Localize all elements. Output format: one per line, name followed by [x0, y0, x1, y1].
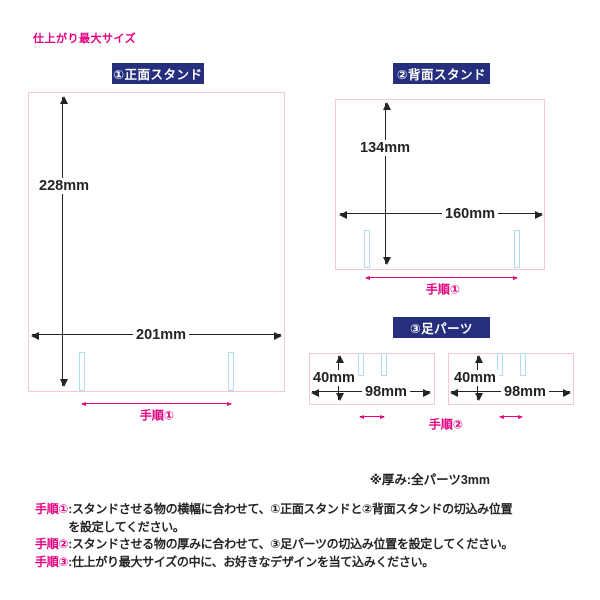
instruction-step-3-text: :仕上がり最大サイズの中に、お好きなデザインを当て込みください。: [68, 554, 434, 569]
page-title: 仕上がり最大サイズ: [33, 33, 137, 45]
instruction-step-1: 手順① :スタンドさせる物の横幅に合わせて、①正面スタンドと②背面スタンドの切込…: [35, 501, 580, 536]
front-step-label: 手順①: [139, 408, 175, 423]
front-slot-left: [79, 352, 85, 391]
front-stand-badge: ①正面スタンド: [112, 63, 204, 84]
front-stand-outline: [28, 92, 285, 392]
instruction-step-2-text: :スタンドさせる物の厚みに合わせて、③足パーツの切込み位置を設定してください。: [68, 537, 514, 551]
instruction-step-1-line-2: を設定してください。: [68, 519, 185, 534]
front-width-label: 201mm: [133, 327, 189, 343]
back-step-arrow: [365, 275, 518, 280]
back-step-label: 手順①: [425, 282, 461, 297]
foot-step-label: 手順②: [428, 417, 464, 432]
front-slot-right: [228, 352, 234, 391]
instruction-step-1-text: :スタンドさせる物の横幅に合わせて、①正面スタンドと②背面スタンドの切込み位置 …: [68, 501, 512, 536]
foot-left-step-arrow: [359, 414, 385, 419]
instruction-step-3-label: 手順③: [35, 554, 69, 569]
front-step-arrow: [81, 401, 232, 406]
back-height-arrow: [382, 102, 391, 265]
foot-right-step-arrow: [499, 414, 523, 419]
front-height-arrow: [59, 96, 68, 387]
back-width-label: 160mm: [442, 206, 498, 222]
instruction-step-1-label: 手順①: [35, 502, 69, 516]
back-stand-badge: ②背面スタンド: [393, 63, 490, 84]
thickness-note: ※厚み:全パーツ3mm: [369, 473, 490, 487]
instruction-step-2-label: 手順②: [35, 537, 69, 551]
foot-parts-badge: ③足パーツ: [393, 317, 490, 338]
back-slot-left: [364, 230, 370, 268]
foot-left-slot-1: [358, 353, 364, 376]
back-height-label: 134mm: [357, 140, 413, 156]
front-height-label: 228mm: [36, 178, 92, 194]
back-width-arrow: [339, 210, 543, 219]
foot-right-slot-2: [520, 353, 526, 376]
back-stand-outline: [335, 99, 545, 270]
foot-right-slot-1: [497, 353, 503, 376]
foot-left-width-label: 98mm: [362, 384, 410, 400]
foot-left-slot-2: [381, 353, 387, 376]
back-slot-right: [514, 230, 520, 268]
instruction-step-1-line-1: :スタンドさせる物の横幅に合わせて、①正面スタンドと②背面スタンドの切込み位置: [68, 502, 513, 516]
instruction-step-3: 手順③ :仕上がり最大サイズの中に、お好きなデザインを当て込みください。: [35, 554, 580, 572]
instructions: 手順① :スタンドさせる物の横幅に合わせて、①正面スタンドと②背面スタンドの切込…: [35, 501, 580, 571]
foot-right-width-label: 98mm: [501, 384, 549, 400]
foot-left-height-label: 40mm: [310, 370, 358, 386]
foot-right-height-label: 40mm: [451, 370, 499, 386]
instruction-step-2: 手順② :スタンドさせる物の厚みに合わせて、③足パーツの切込み位置を設定してくだ…: [35, 536, 580, 554]
